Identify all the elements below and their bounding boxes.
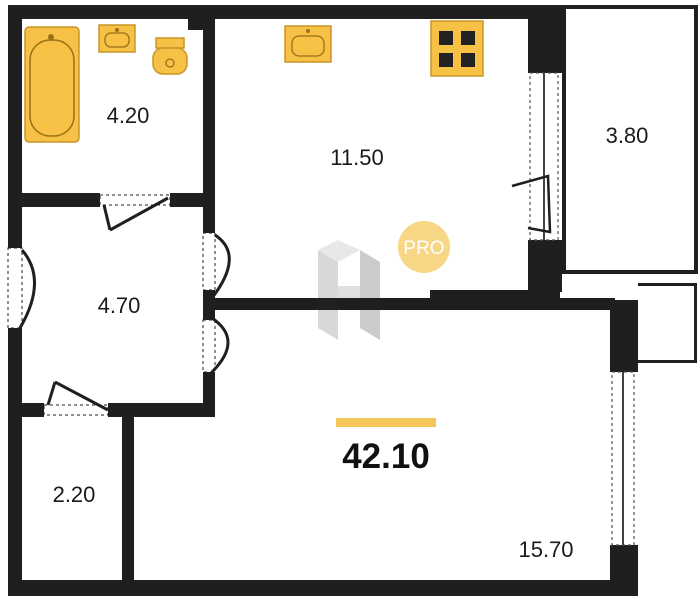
stove-icon (430, 20, 484, 77)
room-area-bathroom: 4.20 (107, 103, 150, 128)
room-area-balcony: 3.80 (606, 123, 649, 148)
room-area-storage: 2.20 (53, 482, 96, 507)
room-area-kitchen: 11.50 (330, 145, 383, 170)
total-area-accent-bar (336, 418, 436, 427)
toilet-icon (152, 37, 188, 75)
pro-badge: PRO (398, 221, 450, 273)
room-area-hallway: 4.70 (98, 293, 141, 318)
walls (8, 5, 698, 596)
total-area: 42.10 (342, 437, 430, 476)
bathtub-icon (24, 26, 80, 143)
pro-badge-label: PRO (403, 238, 444, 259)
kitchen-sink-icon (284, 25, 332, 63)
room-area-living-room: 15.70 (518, 537, 573, 562)
watermark-logo-icon (318, 240, 380, 340)
washbasin-icon (98, 24, 136, 53)
window-frames (543, 73, 624, 545)
doors (7, 174, 552, 416)
